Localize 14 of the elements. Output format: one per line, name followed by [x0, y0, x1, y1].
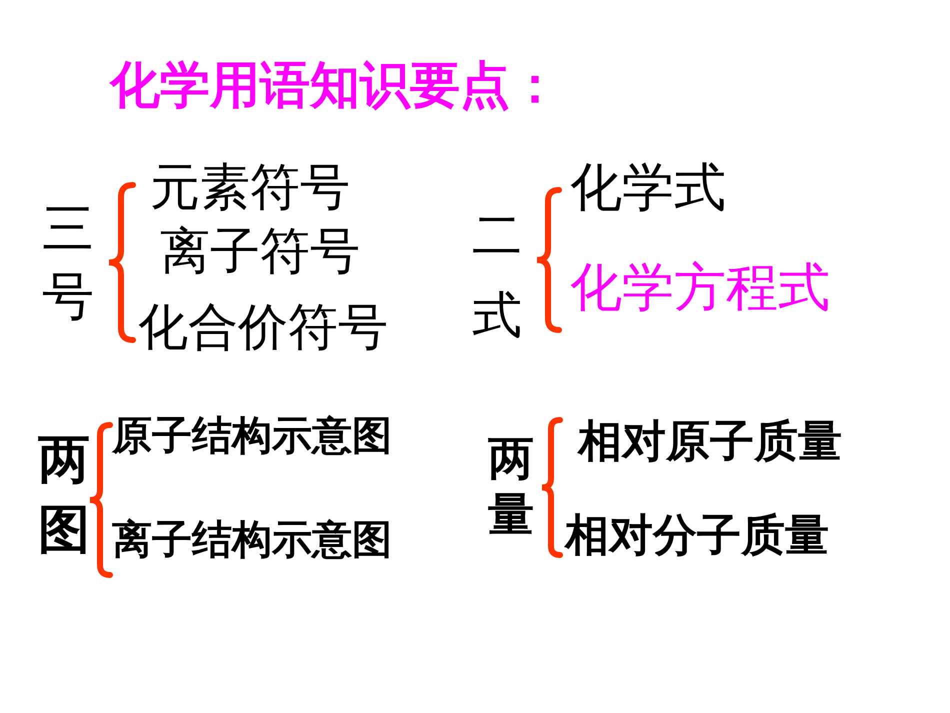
item-text: 离子结构示意图	[112, 518, 392, 562]
group-heading: 二式	[472, 205, 522, 346]
item-text: 离子符号	[160, 224, 360, 279]
title: 化学用语知识要点：	[110, 58, 560, 113]
group-heading: 两图	[38, 429, 90, 562]
item-text: 元素符号	[150, 160, 350, 215]
item-text: 相对分子质量	[565, 512, 829, 560]
item-text: 化学式	[570, 160, 726, 218]
item-text: 相对原子质量	[578, 418, 842, 466]
group-heading: 三号	[42, 198, 94, 329]
group-heading: 两量	[488, 430, 534, 542]
item-text: 化合价符号	[138, 300, 388, 355]
item-text: 化学方程式	[570, 260, 830, 318]
item-text: 原子结构示意图	[112, 414, 392, 458]
